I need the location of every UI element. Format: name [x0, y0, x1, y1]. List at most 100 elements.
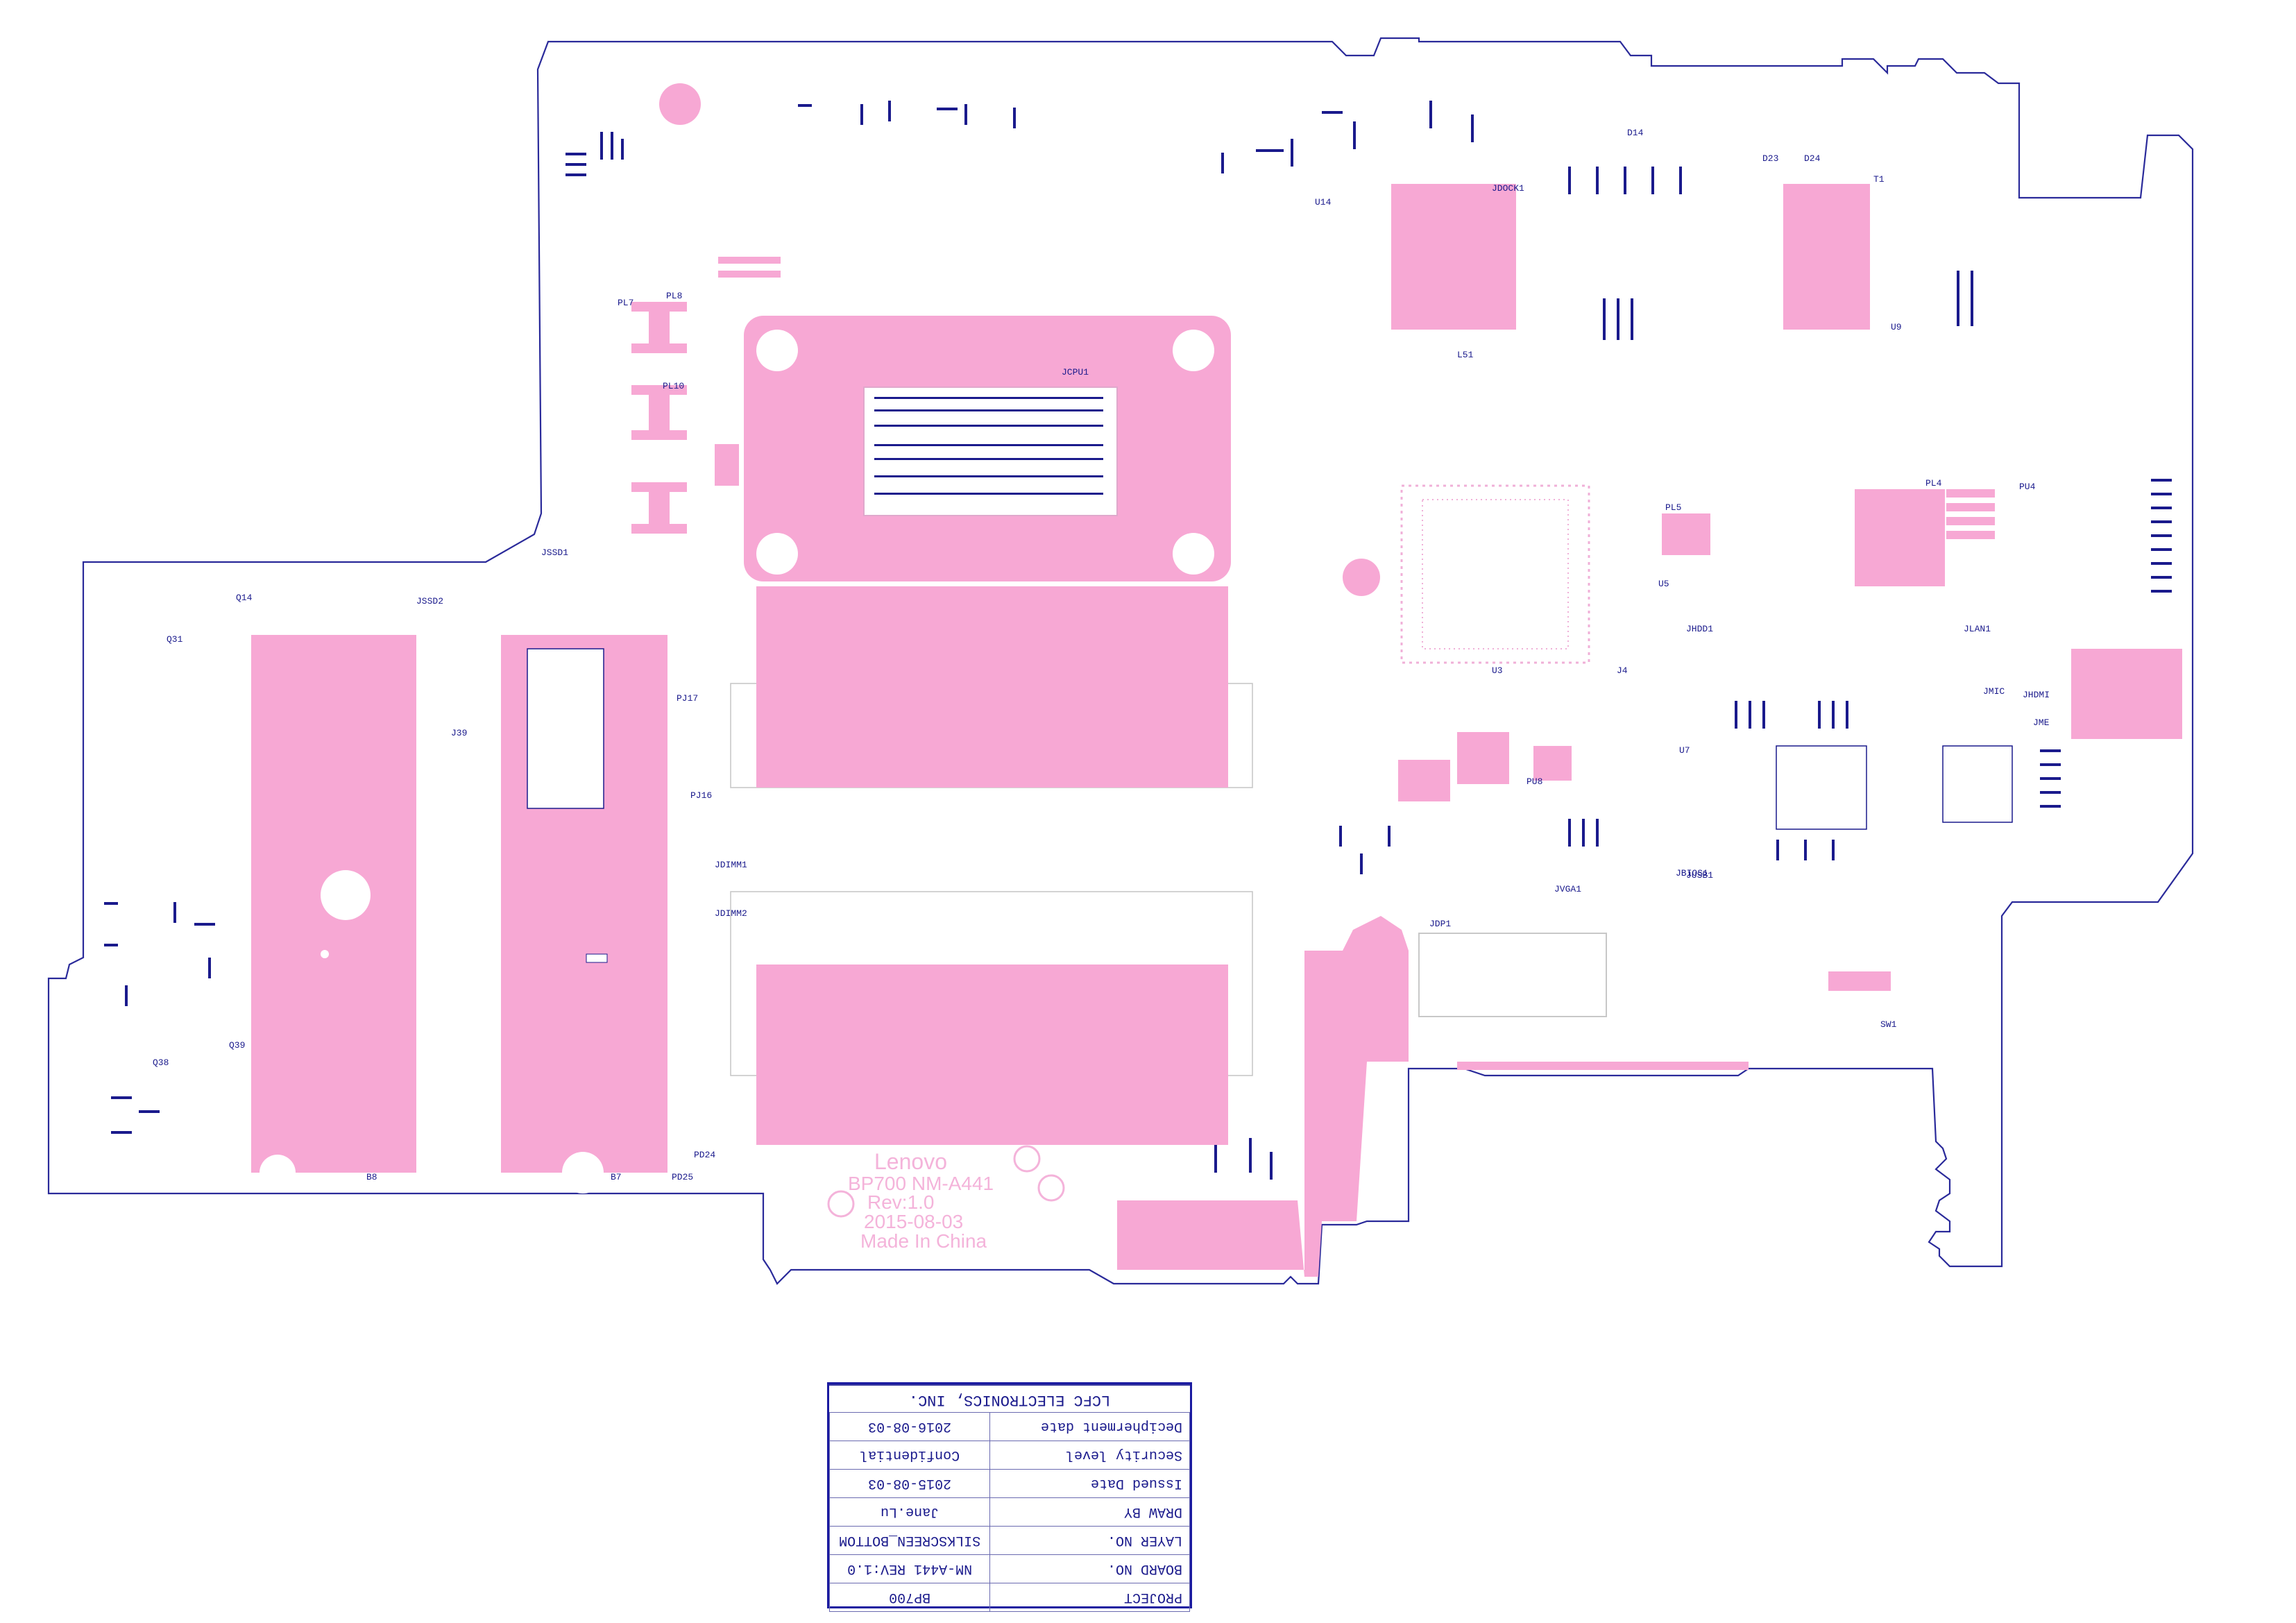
- title-row-decipher: Decipherment date 2016-08-03: [829, 1412, 1190, 1441]
- label-d23: D23: [1762, 153, 1778, 164]
- pad-right-edge: [2071, 649, 2182, 739]
- pl-left-i: [631, 524, 687, 534]
- pl-left-c: [631, 343, 687, 353]
- recycle-icon: [1013, 1145, 1041, 1173]
- title-company: LCFC ELECTRONICS, INC.: [829, 1384, 1190, 1413]
- label-pl7: PL7: [618, 298, 633, 308]
- label-t1: T1: [1873, 174, 1885, 185]
- title-row-draw: DRAW BY Jane.Lu: [829, 1497, 1190, 1527]
- label-pl4: PL4: [1925, 478, 1942, 488]
- title-value: Jane.Lu: [829, 1497, 990, 1527]
- title-label: PROJECT: [989, 1583, 1190, 1612]
- cpu-mount-hole-br: [1173, 533, 1214, 575]
- bottom-strip: [1457, 1062, 1749, 1070]
- pl4-side-a: [1946, 489, 1995, 498]
- label-pd24: PD24: [694, 1150, 715, 1160]
- cpu-mount-hole-tl: [756, 330, 798, 371]
- e1-symbol: [827, 1190, 855, 1218]
- marking-line-3: 2015-08-03: [864, 1211, 963, 1232]
- title-value: SILKSCREEN_BOTTOM: [829, 1526, 990, 1555]
- label-jdock1: JDOCK1: [1492, 183, 1524, 194]
- marking-line-2: Rev:1.0: [867, 1191, 935, 1213]
- label-jmic: JMIC: [1983, 686, 2005, 697]
- title-row-issued: Issued Date 2015-08-03: [829, 1469, 1190, 1498]
- mount-pad-top-left: [659, 83, 701, 125]
- title-row-project: PROJECT BP700: [829, 1583, 1190, 1612]
- mount-pad-mid: [1343, 559, 1380, 596]
- label-jbios1: JBIOS1: [1676, 868, 1708, 878]
- title-value: BP700: [829, 1583, 990, 1612]
- label-l51: L51: [1457, 350, 1474, 360]
- cpu-mount-hole-bl: [756, 533, 798, 575]
- pl-left-f: [631, 430, 687, 440]
- marking-line-4: Made In China: [860, 1230, 987, 1252]
- bottom-big-pad: [1117, 916, 1409, 1277]
- title-value: 2015-08-03: [829, 1469, 990, 1498]
- label-jdp1: JDP1: [1429, 919, 1451, 929]
- dimm-a-pad: [756, 586, 1228, 788]
- pl-left-a: [631, 302, 687, 312]
- label-u7: U7: [1679, 745, 1690, 756]
- pl-left-h: [649, 492, 670, 527]
- lenovo-logo: Lenovo: [874, 1149, 947, 1174]
- label-u5: U5: [1658, 579, 1669, 589]
- label-sw1: SW1: [1880, 1019, 1897, 1030]
- cpu-component-window: [863, 386, 1118, 516]
- label-jme: JME: [2033, 717, 2050, 728]
- ssd1-small-hole: [321, 950, 329, 958]
- label-u14: U14: [1315, 197, 1332, 207]
- pl-mid-a: [1398, 760, 1450, 801]
- label-jhdd1: JHDD1: [1686, 624, 1713, 634]
- label-pu4: PU4: [2019, 482, 2036, 492]
- silk-clutter: [104, 101, 2172, 1180]
- title-value: NM-A441 REV:1.0: [829, 1554, 990, 1583]
- label-u3: U3: [1492, 665, 1503, 676]
- pl4-side-c: [1946, 517, 1995, 525]
- title-label: Issued Date: [989, 1469, 1190, 1498]
- label-pd25: PD25: [672, 1172, 693, 1182]
- title-label: LAYER NO.: [989, 1526, 1190, 1555]
- pl4-side-d: [1946, 531, 1995, 539]
- dimm-b-bottom: [756, 1141, 1228, 1145]
- label-jlan1: JLAN1: [1964, 624, 1991, 634]
- connector-bottom-mid: [1418, 933, 1607, 1017]
- label-jssd1: JSSD1: [541, 547, 568, 558]
- label-pl10: PL10: [663, 381, 684, 391]
- pl4-side-b: [1946, 503, 1995, 511]
- pl-top-a: [718, 257, 781, 264]
- pl-left-b: [649, 312, 670, 346]
- title-block: LCFC ELECTRONICS, INC. PROJECT BP700 BOA…: [827, 1382, 1192, 1612]
- pl-mid-c: [1533, 746, 1572, 781]
- title-label: DRAW BY: [989, 1497, 1190, 1527]
- pl5-pad: [1662, 513, 1710, 555]
- chip-u27-outline: [1776, 745, 1867, 830]
- label-d14: D14: [1627, 128, 1644, 138]
- pl4-pad: [1855, 489, 1945, 586]
- cpu-window-silk: [874, 397, 1103, 495]
- cpu-mount-hole-tr: [1173, 330, 1214, 371]
- small-pad-right: [1828, 971, 1891, 991]
- ssd1-hole: [321, 870, 371, 920]
- title-row-security: Security level Confidential: [829, 1441, 1190, 1470]
- title-value: Confidential: [829, 1441, 990, 1470]
- label-jdimm2: JDIMM2: [715, 908, 747, 919]
- label-jdimm1: JDIMM1: [715, 860, 747, 870]
- title-row-layer: LAYER NO. SILKSCREEN_BOTTOM: [829, 1526, 1190, 1555]
- pch-inner: [1422, 499, 1569, 649]
- label-pj17: PJ17: [677, 693, 698, 704]
- label-j4: J4: [1617, 665, 1628, 676]
- title-table: PROJECT BP700 BOARD NO. NM-A441 REV:1.0 …: [829, 1412, 1190, 1612]
- label-jssd2: JSSD2: [416, 596, 443, 606]
- chip-u32-outline: [1942, 745, 2013, 823]
- label-pu8: PU8: [1527, 776, 1542, 787]
- label-jhdmi: JHDMI: [2023, 690, 2050, 700]
- pl-left-d: [631, 385, 687, 395]
- label-pj16: PJ16: [690, 790, 712, 801]
- title-label: Security level: [989, 1441, 1190, 1470]
- board-outline: [47, 37, 2194, 1285]
- label-jcpu1: JCPU1: [1062, 367, 1089, 377]
- label-d24: D24: [1804, 153, 1821, 164]
- title-label: BOARD NO.: [989, 1554, 1190, 1583]
- label-b7: B7: [611, 1172, 622, 1182]
- ssd2-connector-window: [527, 648, 604, 809]
